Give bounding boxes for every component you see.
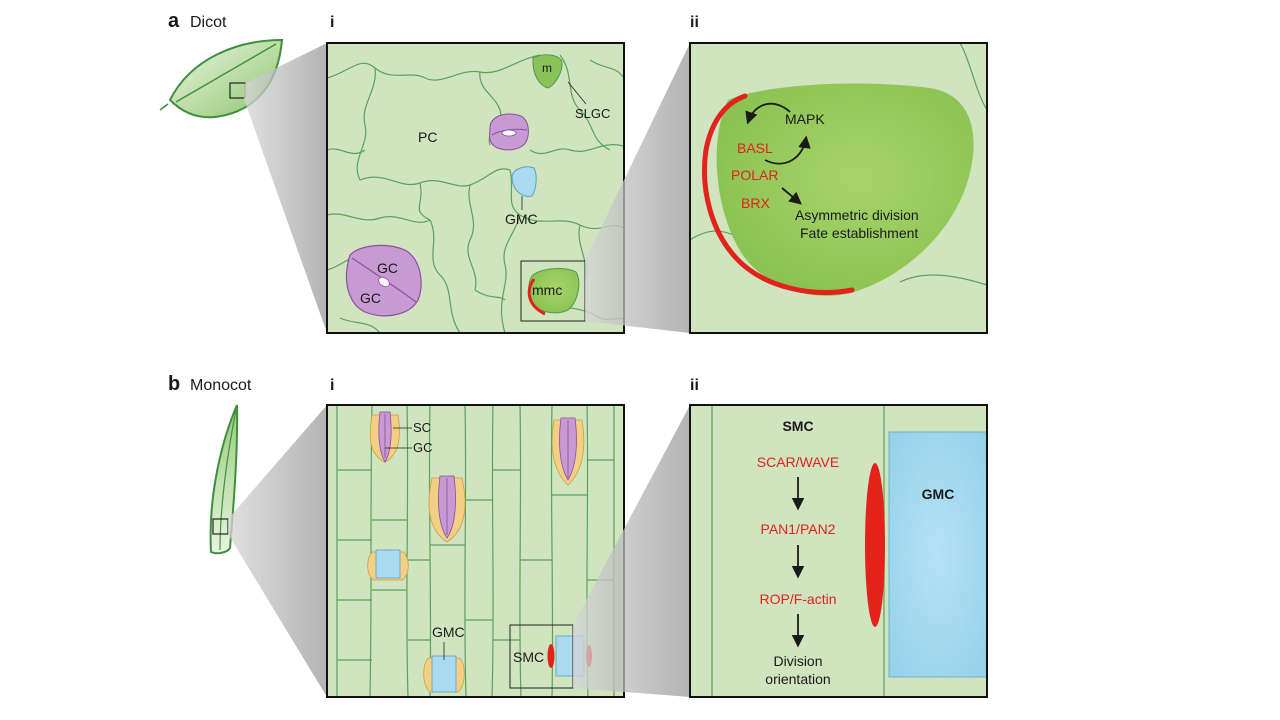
mmc-cell-enlarged (716, 83, 974, 296)
label-pc: PC (418, 129, 437, 145)
label-pathway-step-1: SCAR/WAVE (757, 454, 839, 470)
label-gmc-b: GMC (432, 624, 465, 640)
label-meristemoid: m (542, 61, 552, 75)
cycle-arrow-bottom (764, 135, 811, 165)
label-pathway-step-2: PAN1/PAN2 (761, 521, 836, 537)
label-gc-2: GC (360, 290, 381, 306)
cycle-arrow-top (745, 102, 791, 125)
actin-patch (865, 463, 885, 627)
zoom-cone-a-left (244, 43, 327, 333)
panel-b-sub-ii: ii (690, 377, 699, 394)
label-asymmetric-division: Asymmetric division (795, 207, 919, 223)
panel-b-ii (690, 405, 987, 697)
label-gc-b: GC (413, 440, 433, 455)
meristemoid-cell (532, 54, 563, 89)
stoma-complex-3 (551, 417, 585, 486)
outcome-arrow (781, 187, 802, 205)
panel-a-sub-i: i (330, 14, 334, 31)
label-smc-b: SMC (513, 649, 544, 665)
label-smc-header: SMC (782, 418, 813, 434)
label-orientation: orientation (765, 671, 830, 687)
label-brx: BRX (741, 195, 770, 211)
zoom-cone-b-left (228, 405, 327, 697)
label-polar: POLAR (731, 167, 778, 183)
panel-a-letter: a (168, 10, 180, 32)
gmc-complex-2 (423, 655, 465, 693)
zoom-cone-b-right (573, 405, 690, 697)
gmc-complex-1 (367, 549, 409, 581)
panel-a-sub-ii: ii (690, 14, 699, 31)
label-mapk: MAPK (785, 111, 825, 127)
label-gc-1: GC (377, 260, 398, 276)
label-sc: SC (413, 420, 431, 435)
polarity-crescent (701, 93, 855, 295)
panel-b: b Monocot i ii (168, 373, 988, 698)
slgc-leader (567, 81, 587, 105)
panel-a-ii (690, 43, 987, 333)
mmc-cell (527, 268, 580, 316)
panel-b-title: Monocot (190, 377, 252, 394)
label-basl: BASL (737, 140, 773, 156)
panel-b-letter: b (168, 373, 180, 395)
label-mmc: mmc (532, 282, 562, 298)
panel-b-i-tissue (327, 405, 624, 697)
panel-b-ii-frame (689, 404, 988, 698)
panel-a-title: Dicot (190, 14, 227, 31)
panel-b-sub-i: i (330, 377, 334, 394)
panel-a-ii-frame (689, 42, 988, 334)
label-gmc-a: GMC (505, 211, 538, 227)
pavement-cell-walls (327, 54, 624, 333)
label-fate-establishment: Fate establishment (800, 225, 918, 241)
label-division: Division (773, 653, 822, 669)
gmc-cell (511, 166, 537, 197)
panel-a-i-tissue (327, 43, 624, 333)
label-pathway-step-3: ROP/F-actin (759, 591, 836, 607)
zoom-cone-a-right (585, 43, 690, 333)
label-gmc-enlarged: GMC (922, 486, 955, 502)
label-slgc: SLGC (575, 106, 610, 121)
stoma-upper (489, 113, 529, 151)
guard-cell-pair (345, 244, 422, 317)
panel-a: a Dicot i ii (159, 10, 988, 334)
stoma-complex-2 (428, 475, 466, 543)
gmc-enlarged (888, 431, 987, 678)
